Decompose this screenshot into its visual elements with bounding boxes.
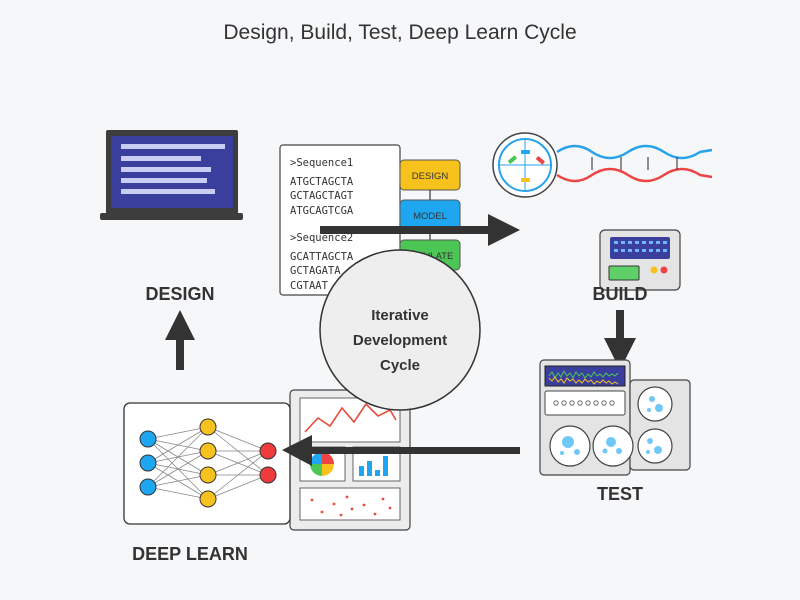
network-node [199,490,217,508]
sequence-line: CGTAAT [290,280,329,292]
pipeline-model-label: MODEL [413,211,447,222]
sequence-line: GCTAGATA [290,265,341,277]
network-node [199,442,217,460]
network-node [199,466,217,484]
bar-chart-icon [359,456,388,476]
network-edge [147,426,209,440]
sequence-line: ATGCTAGCTA [290,176,354,188]
network-edge [147,486,209,500]
pipeline: DESIGN MODEL SIMULATE [399,159,461,271]
sequence-line: ATGCAGTCGA [290,205,354,217]
center-label-line3: Cycle [380,357,420,374]
culture-plates-icon [549,386,673,467]
petri-dish-icon [492,132,558,198]
scatter-plot-icon [310,495,392,517]
stage-label-test: TEST [597,484,643,504]
network-edge [207,474,269,500]
network-edge [207,426,269,452]
network-node [259,442,277,460]
stage-label-design: DESIGN [145,284,214,304]
sequence-line: GCATTAGCTA [290,251,354,263]
diagram-title: Design, Build, Test, Deep Learn Cycle [223,21,576,44]
network-node [199,418,217,436]
pipeline-design-label: DESIGN [412,171,449,182]
center-cycle-badge: Iterative Development Cycle [319,249,481,411]
stage-label-build: BUILD [593,284,648,304]
network-edge [147,474,209,488]
pie-chart-icon [310,452,334,476]
sequence-header-1: >Sequence1 [290,157,353,169]
arrow-design-to-build [320,214,520,246]
arrow-build-to-test [604,310,636,370]
network-edge [147,426,209,464]
network-edge [207,450,269,476]
neural-network-icon [123,402,291,525]
thermal-cycler-icon [599,229,681,291]
network-edge [147,450,209,488]
center-label-line1: Iterative [371,307,429,324]
center-label-line2: Development [353,332,447,349]
laptop-icon [100,130,243,220]
network-node [259,466,277,484]
stage-label-deep-learn: DEEP LEARN [132,544,248,564]
network-node [139,454,157,472]
network-node [139,478,157,496]
network-edge [207,450,269,500]
network-edge [147,426,209,488]
network-node [139,430,157,448]
sequence-header-2: >Sequence2 [290,232,353,244]
arrow-test-to-learn [282,435,520,466]
arrow-learn-to-design [165,310,195,370]
dna-strand-icon [556,144,713,183]
sequence-line: GCTAGCTAGT [290,190,354,202]
